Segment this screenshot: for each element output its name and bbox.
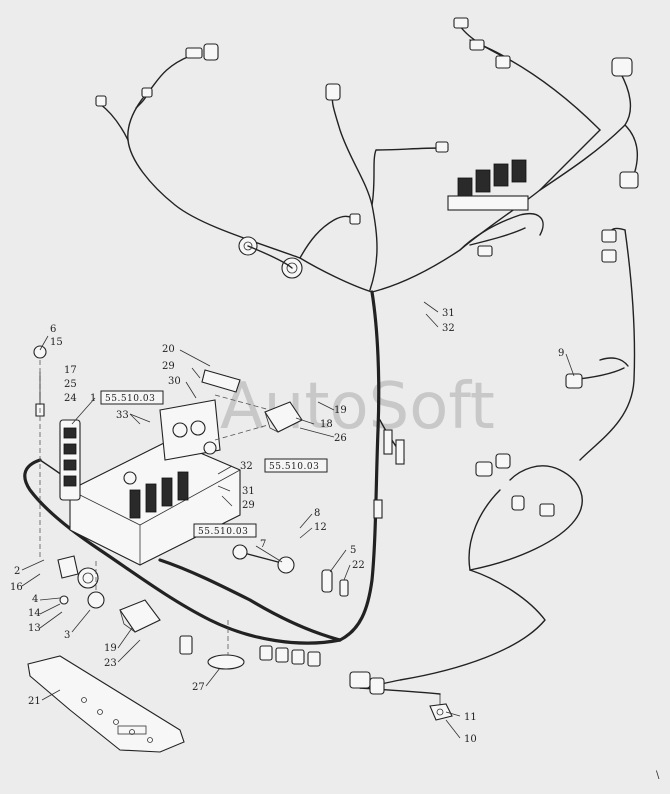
callout-14: 14 <box>28 608 41 619</box>
callout-22: 21 <box>28 696 41 707</box>
harness-main-trunk <box>338 290 405 642</box>
loop-28 <box>207 654 245 670</box>
corner-mark: \ <box>656 770 660 781</box>
mounting-bracket <box>159 369 241 461</box>
callout-10: 10 <box>464 734 477 745</box>
callout-1: 1 <box>90 393 96 404</box>
lower-connector-cluster <box>179 635 321 667</box>
connector-cluster-middle <box>238 213 361 279</box>
ref-box-1-text: 55.510.03 <box>105 394 155 404</box>
callout-9: 9 <box>558 348 564 359</box>
callout-29b: 29 <box>242 500 255 511</box>
callout-33: 31 <box>442 308 455 319</box>
callout-18: 18 <box>320 419 333 430</box>
callout-21: 20 <box>162 344 175 355</box>
callout-23: 22 <box>352 560 365 571</box>
callout-35: 33 <box>116 410 129 421</box>
callout-34: 32 <box>442 323 455 334</box>
ref-box-2[interactable]: 55.510.03 <box>264 458 328 473</box>
mounting-plate-22 <box>27 655 185 753</box>
callout-labels: 6 15 17 25 24 1 33 20 29 30 32 31 29 19 … <box>10 308 660 781</box>
callout-26: 25 <box>64 379 77 390</box>
fuse-panel <box>59 419 81 501</box>
callout-15: 15 <box>50 337 63 348</box>
callout-17: 17 <box>64 365 77 376</box>
callout-29a: 29 <box>162 361 175 372</box>
ref-box-1[interactable]: 55.510.03 <box>100 390 164 405</box>
callout-12: 12 <box>314 522 327 533</box>
harness-upper-middle <box>325 83 449 291</box>
callout-31: 30 <box>168 376 181 387</box>
harness-upper-left <box>95 43 301 259</box>
left-connectors <box>33 345 105 609</box>
lower-right-connector <box>349 671 453 721</box>
watermark: AutoSoft <box>220 370 495 444</box>
callout-11: 11 <box>464 712 477 723</box>
ref-box-3-text: 55.510.03 <box>198 527 248 537</box>
callout-13: 13 <box>28 623 41 634</box>
leader-lines <box>21 301 575 739</box>
sensor-7 <box>232 544 295 574</box>
callout-8: 8 <box>314 508 320 519</box>
callout-28: 27 <box>192 682 205 693</box>
callout-7: 7 <box>260 539 266 550</box>
callout-27: 26 <box>334 433 347 444</box>
callout-3: 3 <box>64 630 70 641</box>
callout-2: 2 <box>14 566 20 577</box>
callout-24: 23 <box>104 658 117 669</box>
callout-19a: 19 <box>334 405 347 416</box>
callout-5: 5 <box>350 545 356 556</box>
module-20 <box>119 599 161 633</box>
callout-4: 4 <box>32 594 38 605</box>
ref-box-3[interactable]: 55.510.03 <box>193 523 257 538</box>
callout-25: 24 <box>64 393 77 404</box>
callout-30: 31 <box>242 486 255 497</box>
callout-32: 32 <box>240 461 253 472</box>
callout-6: 6 <box>50 324 56 335</box>
callout-16: 16 <box>10 582 23 593</box>
sensor-5 <box>321 569 349 597</box>
callout-20: 19 <box>104 643 117 654</box>
ref-box-2-text: 55.510.03 <box>269 462 319 472</box>
relay-block-upper <box>447 159 544 257</box>
